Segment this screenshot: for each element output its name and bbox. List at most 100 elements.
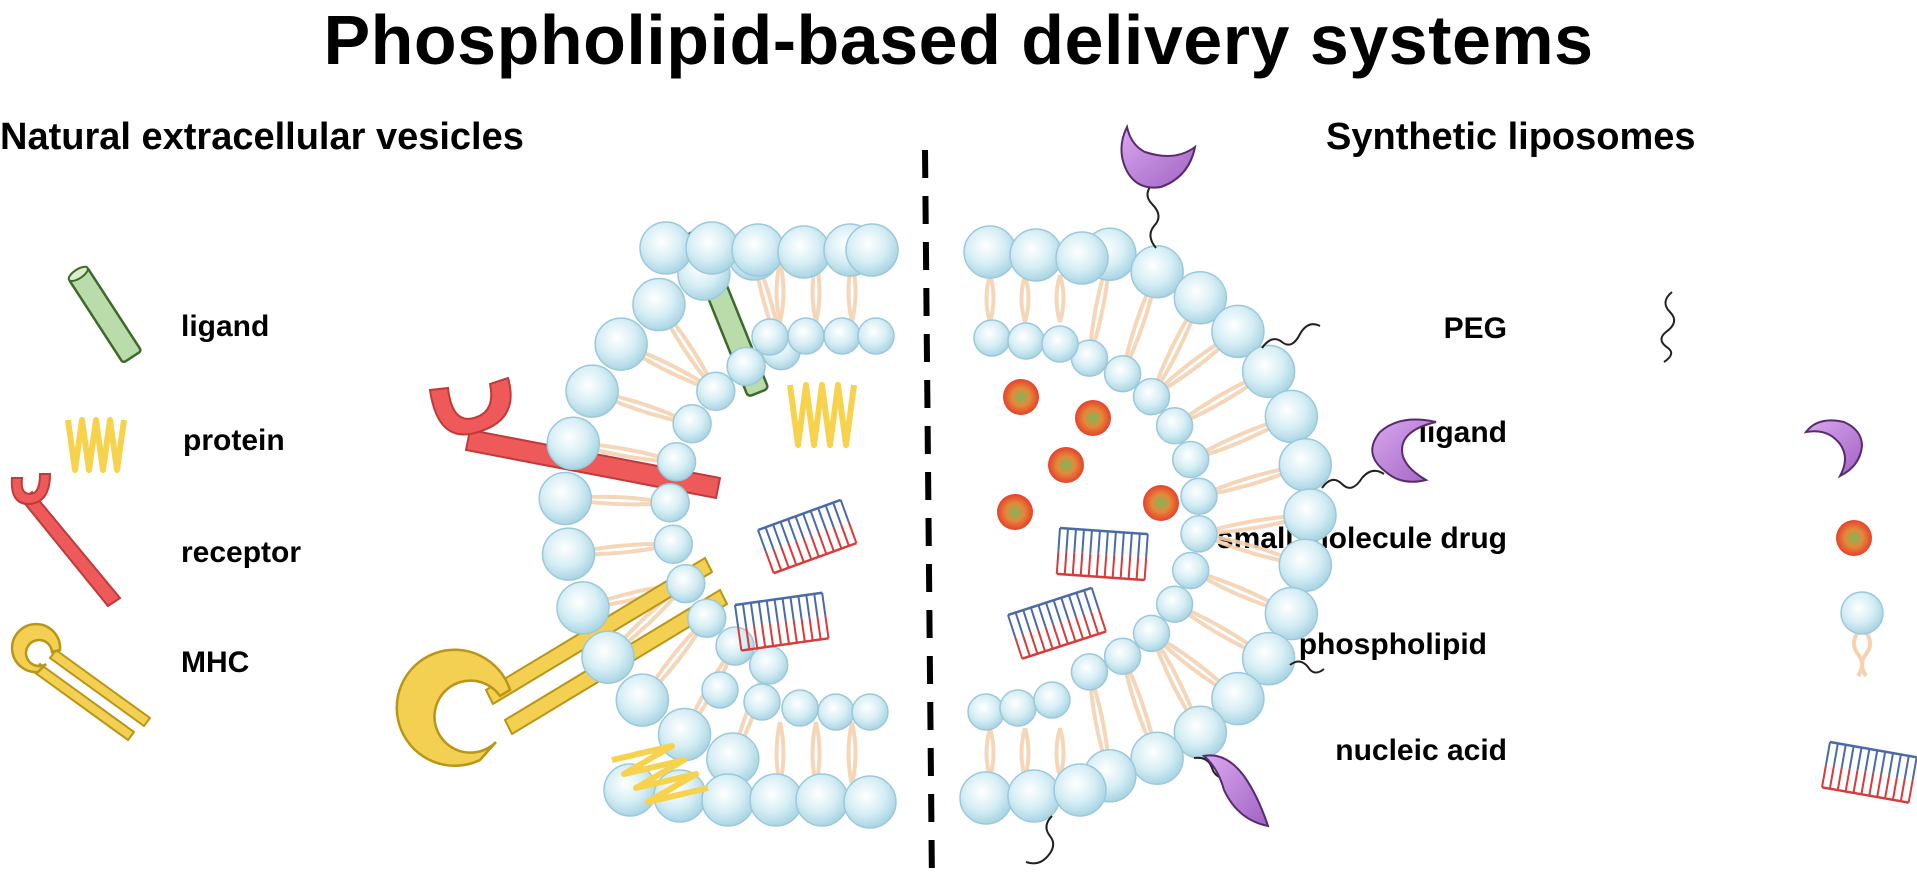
inner-lipid-head [687, 598, 727, 638]
inner-lipid-head [851, 693, 889, 731]
outer-lipid-head [731, 223, 785, 277]
legend-label-nucleic-acid: nucleic acid [1335, 734, 1507, 767]
outer-lipid-head [795, 773, 849, 827]
vesicle-phospholipid-heads-group [538, 221, 899, 829]
protein-coil-icon [65, 417, 127, 473]
outer-lipid-head [1053, 763, 1107, 817]
inner-lipid-head [823, 317, 861, 355]
inner-lipid-head [1103, 637, 1142, 676]
inner-lipid-head [1103, 354, 1142, 393]
peg-chain [1289, 660, 1325, 674]
inner-lipid-head [715, 626, 755, 666]
outer-lipid-head [1278, 538, 1333, 592]
outer-lipid-head [777, 225, 831, 279]
inner-lipid-head [696, 371, 736, 412]
legend-label-mhc: MHC [181, 646, 250, 679]
peg-chain [1261, 323, 1321, 349]
inner-lipid-head [1171, 440, 1210, 479]
rod-ligand-icon [67, 265, 142, 364]
phospholipid-icon [1840, 591, 1884, 678]
mhc-icon [10, 622, 152, 742]
outer-lipid-head [615, 673, 670, 727]
inner-lipid-head [1171, 551, 1210, 590]
divider-dashed-line [922, 149, 935, 886]
outer-lipid-head [639, 221, 693, 275]
liposome-phospholipid-heads-group [959, 225, 1337, 825]
inner-lipid-head [1180, 477, 1218, 515]
crescent-ligand-top [1120, 124, 1197, 189]
page-title: Phospholipid-based delivery systems [323, 1, 1594, 79]
inner-lipid-head [781, 689, 819, 727]
outer-lipid-head [749, 773, 803, 827]
outer-lipid-head [959, 771, 1013, 825]
outer-lipid-head [843, 775, 897, 829]
outer-lipid-head [1264, 586, 1319, 641]
inner-lipid-head [1007, 322, 1045, 360]
outer-lipid-head [541, 527, 596, 581]
outer-lipid-head [1241, 631, 1296, 686]
outer-lipid-head [556, 581, 610, 635]
inner-lipid-head [1033, 681, 1071, 719]
outer-lipid-head [538, 471, 592, 526]
legend-label-peg: PEG [1443, 312, 1507, 345]
outer-lipid-head [845, 223, 899, 277]
inner-lipid-head [650, 483, 690, 523]
outer-lipid-head [594, 317, 648, 371]
inner-lipid-head [857, 317, 895, 355]
vesicle-nucleic-acid-1 [757, 498, 858, 575]
inner-lipid-head [999, 689, 1037, 727]
outer-lipid-head [632, 277, 686, 332]
inner-lipid-head [656, 442, 697, 482]
peg-icon [1660, 291, 1676, 363]
outer-lipid-head [1211, 671, 1265, 726]
legend-label-ligand-left: ligand [181, 310, 270, 343]
inner-lipid-head [1132, 614, 1171, 653]
nucleic-acid-icon [1821, 740, 1917, 804]
outer-lipid-head [1211, 304, 1265, 359]
outer-lipid-head [581, 630, 635, 684]
outer-lipid-head [701, 773, 755, 827]
crescent-ligand-icon [1803, 419, 1864, 479]
inner-lipid-head [726, 346, 766, 387]
outer-lipid-head [1241, 344, 1296, 399]
outer-lipid-head [1009, 228, 1063, 282]
inner-lipid-head [751, 318, 789, 356]
drug-sphere-icon [1836, 520, 1872, 556]
inner-lipid-head [787, 317, 825, 355]
liposome-crescent-ligands [1120, 124, 1437, 828]
crescent-ligand-bottom [1201, 754, 1270, 828]
vesicle-protein-coil-1 [787, 382, 857, 448]
membrane-receptor [428, 376, 722, 500]
crescent-ligand-right [1371, 418, 1437, 483]
peg-chain [1321, 469, 1385, 489]
liposome-nucleic-acid-1 [1055, 526, 1149, 582]
outer-lipid-head [1278, 438, 1333, 492]
outer-lipid-head [963, 225, 1017, 279]
inner-lipid-head [1180, 515, 1218, 553]
inner-lipid-head [701, 671, 739, 709]
liposome-cargo [997, 379, 1179, 660]
inner-lipid-head [1155, 585, 1194, 623]
vesicle-cargo [611, 382, 858, 805]
outer-lipid-head [565, 364, 619, 418]
inner-lipid-head [967, 693, 1005, 731]
inner-lipid-head [817, 693, 855, 731]
outer-lipid-head [1173, 271, 1228, 325]
drug-sphere [1143, 485, 1179, 521]
inner-lipid-head [748, 645, 789, 685]
inner-lipid-head [973, 319, 1011, 357]
inner-lipid-head [1070, 653, 1109, 691]
inner-lipid-head [666, 563, 706, 604]
outer-lipid-head [1264, 389, 1319, 444]
liposome-nucleic-acid-2 [1007, 586, 1107, 660]
right-panel-heading: Synthetic liposomes [1326, 116, 1696, 158]
legend-label-receptor: receptor [181, 536, 302, 569]
receptor-icon [10, 473, 122, 608]
outer-lipid-head [546, 416, 600, 471]
peg-chain [1025, 815, 1055, 865]
drug-sphere [1003, 379, 1039, 415]
inner-lipid-head [743, 683, 781, 721]
vesicle-protein-coil-2 [611, 743, 709, 805]
liposome-surface-decorations [1025, 181, 1385, 865]
